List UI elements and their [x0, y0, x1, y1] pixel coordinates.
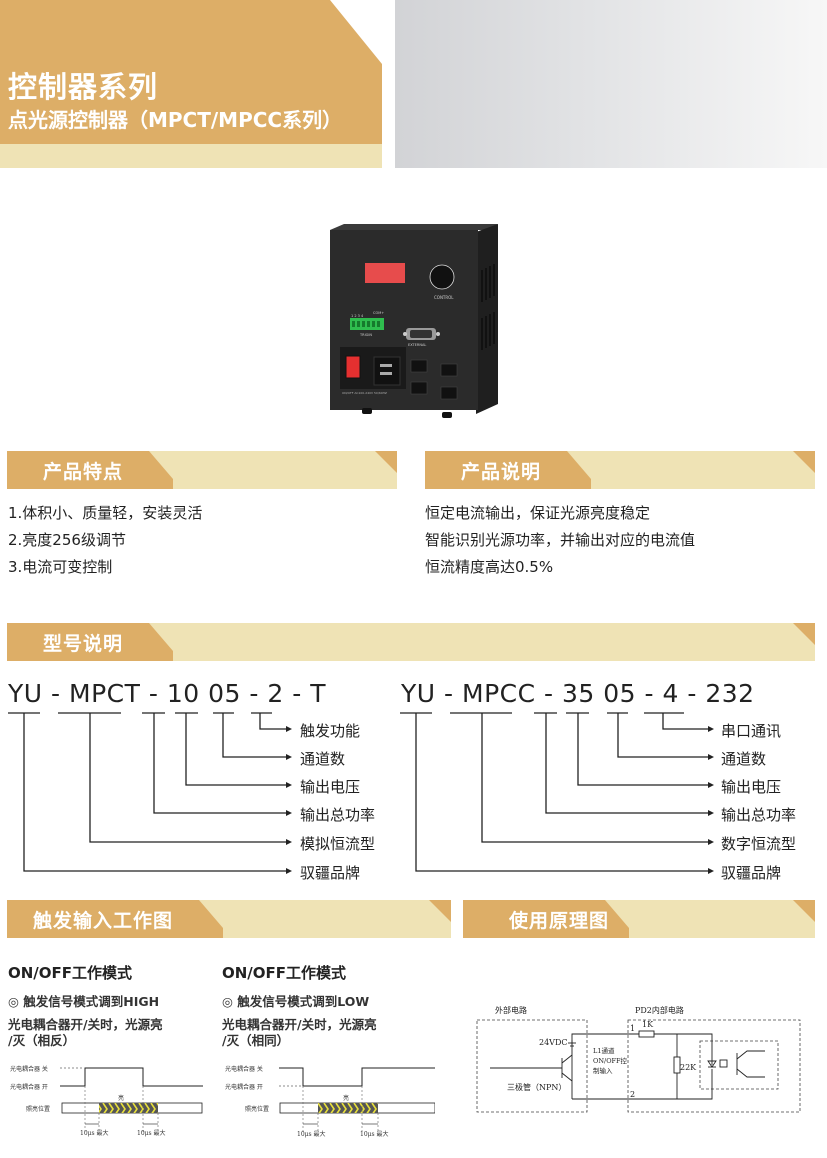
svg-text:CONTROL: CONTROL [434, 295, 454, 300]
model-left-annotation: 输出总功率 [300, 806, 376, 824]
mode-description: 光电耦合器开/关时，光源亮 /灭（相反） [8, 1017, 163, 1048]
svg-text:光电耦合器 关: 光电耦合器 关 [10, 1065, 48, 1073]
svg-text:1 2 3 4: 1 2 3 4 [351, 314, 364, 318]
model-right-annotation: 通道数 [721, 750, 767, 768]
svg-text:L1通道: L1通道 [593, 1046, 615, 1055]
features-list: 1.体积小、质量轻，安装灵活 2.亮度256级调节 3.电流可变控制 [8, 500, 202, 581]
description-list: 恒定电流输出，保证光源亮度稳定 智能识别光源功率，并输出对应的电流值 恒流精度高… [425, 500, 695, 581]
svg-text:亮: 亮 [118, 1094, 124, 1102]
feature-item: 3.电流可变控制 [8, 558, 113, 576]
svg-text:COM+: COM+ [373, 311, 384, 315]
model-left-annotation: 通道数 [300, 750, 346, 768]
page-title: 控制器系列 [8, 70, 159, 104]
header-gray-band [395, 0, 827, 168]
svg-text:光电耦合器 开: 光电耦合器 开 [10, 1083, 48, 1091]
model-left-annotation: 驭疆品牌 [300, 864, 361, 882]
svg-text:10μs 最大: 10μs 最大 [360, 1130, 389, 1138]
model-right-annotation: 输出电压 [721, 778, 782, 796]
model-left-annotation: 触发功能 [300, 722, 361, 740]
model-right-annotation: 驭疆品牌 [721, 864, 782, 882]
model-section-bar: 型号说明 [7, 623, 815, 661]
svg-text:照亮位置: 照亮位置 [245, 1105, 269, 1113]
timing-diagram-low: 光电耦合器 关 光电耦合器 开 照亮位置 不亮 亮 不亮 10μs 最大 10μ… [225, 1065, 435, 1138]
feature-item: 2.亮度256级调节 [8, 531, 126, 549]
circuit-diagram: 外部电路 PD2内部电路 24VDC 三极管（NPN） L1通道 ON/OFF控… [476, 1005, 801, 1113]
svg-text:三极管（NPN）: 三极管（NPN） [507, 1082, 566, 1092]
features-title: 产品特点 [43, 461, 124, 483]
trigger-title: 触发输入工作图 [33, 910, 174, 932]
model-left-annotation: 模拟恒流型 [300, 835, 376, 853]
model-code-right: YU - MPCC - 35 05 - 4 - 232 [401, 679, 755, 708]
svg-text:ON/OFF AC100-240V 50/60HZ: ON/OFF AC100-240V 50/60HZ [342, 391, 387, 395]
svg-text:EXTERNAL: EXTERNAL [408, 343, 426, 347]
trigger-section-bar: 触发输入工作图 [7, 900, 451, 938]
svg-text:光电耦合器 开: 光电耦合器 开 [225, 1083, 263, 1091]
mode-setting: ◎ 触发信号模式调到HIGH [8, 994, 160, 1009]
svg-text:光电耦合器 关: 光电耦合器 关 [225, 1065, 263, 1073]
description-item: 恒流精度高达0.5% [425, 558, 554, 576]
header-gold-band [0, 0, 382, 144]
mode-description: 光电耦合器开/关时，光源亮 /灭（相同） [222, 1017, 377, 1048]
model-code-left: YU - MPCT - 10 05 - 2 - T [8, 679, 326, 708]
features-section-bar: 产品特点 [7, 451, 397, 489]
svg-text:10μs 最大: 10μs 最大 [297, 1130, 326, 1138]
page-subtitle: 点光源控制器（MPCT/MPCC系列） [8, 108, 343, 132]
svg-text:亮: 亮 [343, 1094, 349, 1102]
svg-text:1K: 1K [642, 1020, 654, 1029]
svg-text:2: 2 [630, 1090, 635, 1099]
svg-text:ON/OFF控: ON/OFF控 [593, 1056, 628, 1065]
product-image: CONTROL 1 2 3 4 COM+ TRIGIN EXTERNAL ON/… [330, 224, 498, 418]
timing-diagram-high: 光电耦合器 关 光电耦合器 开 照亮位置 不亮 亮 不亮 10μs 最大 10μ… [10, 1065, 203, 1137]
principle-section-bar: 使用原理图 [463, 900, 815, 938]
svg-text:1: 1 [630, 1024, 635, 1033]
svg-text:TRIGIN: TRIGIN [359, 333, 372, 337]
principle-title: 使用原理图 [509, 910, 610, 932]
model-code-right-lines [400, 712, 714, 874]
model-code-left-lines [8, 712, 292, 874]
svg-text:10μs 最大: 10μs 最大 [80, 1129, 109, 1137]
svg-text:PD2内部电路: PD2内部电路 [635, 1005, 684, 1015]
svg-text:10μs 最大: 10μs 最大 [137, 1129, 166, 1137]
feature-item: 1.体积小、质量轻，安装灵活 [8, 504, 203, 522]
svg-text:制输入: 制输入 [593, 1066, 613, 1075]
mode-heading: ON/OFF工作模式 [8, 964, 133, 982]
svg-text:外部电路: 外部电路 [495, 1005, 527, 1015]
model-right-annotation: 串口通讯 [721, 722, 782, 740]
description-section-bar: 产品说明 [425, 451, 815, 489]
description-item: 恒定电流输出，保证光源亮度稳定 [425, 504, 651, 522]
svg-text:照亮位置: 照亮位置 [26, 1105, 50, 1113]
header-cream-strip [0, 144, 382, 168]
model-right-annotation: 数字恒流型 [721, 835, 797, 853]
svg-text:24VDC: 24VDC [539, 1038, 568, 1047]
model-title: 型号说明 [43, 633, 124, 655]
model-left-annotation: 输出电压 [300, 778, 361, 796]
description-item: 智能识别光源功率，并输出对应的电流值 [425, 531, 696, 549]
mode-heading: ON/OFF工作模式 [222, 964, 347, 982]
svg-text:22K: 22K [680, 1063, 697, 1072]
mode-setting: ◎ 触发信号模式调到LOW [222, 994, 370, 1009]
description-title: 产品说明 [461, 461, 542, 483]
model-right-annotation: 输出总功率 [721, 806, 797, 824]
